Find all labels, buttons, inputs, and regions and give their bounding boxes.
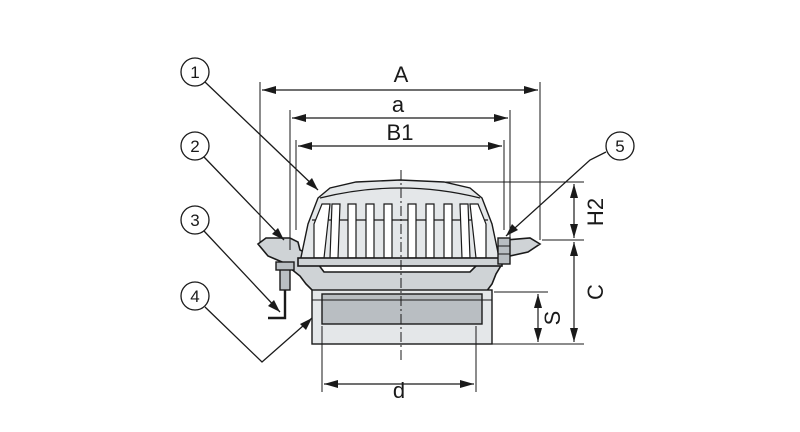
strainer-slots bbox=[313, 203, 487, 259]
outlet-inner bbox=[321, 293, 483, 325]
dome-strainer bbox=[297, 179, 503, 267]
dim-label-C: C bbox=[583, 284, 608, 300]
callout-3-label: 3 bbox=[190, 211, 199, 230]
callout-1-label: 1 bbox=[190, 63, 199, 82]
callout-3: 3 bbox=[180, 205, 281, 313]
dim-label-H2: H2 bbox=[583, 198, 608, 226]
callout-2: 2 bbox=[180, 131, 285, 241]
dim-label-d: d bbox=[393, 378, 405, 403]
callout-1: 1 bbox=[180, 57, 319, 191]
drain-body bbox=[256, 237, 542, 345]
clamp-bolt-right bbox=[497, 237, 511, 265]
clamp-bolt-left bbox=[268, 261, 295, 320]
callout-4: 4 bbox=[180, 281, 313, 363]
dim-label-a: a bbox=[392, 92, 405, 117]
callout-2-label: 2 bbox=[190, 137, 199, 156]
dim-label-A: A bbox=[394, 62, 409, 87]
dome-base-ring bbox=[297, 257, 503, 267]
callout-5-label: 5 bbox=[615, 137, 624, 156]
callout-5: 5 bbox=[505, 131, 635, 237]
dim-label-S: S bbox=[540, 311, 565, 326]
callout-4-label: 4 bbox=[190, 287, 199, 306]
dim-label-B1: B1 bbox=[387, 120, 414, 145]
